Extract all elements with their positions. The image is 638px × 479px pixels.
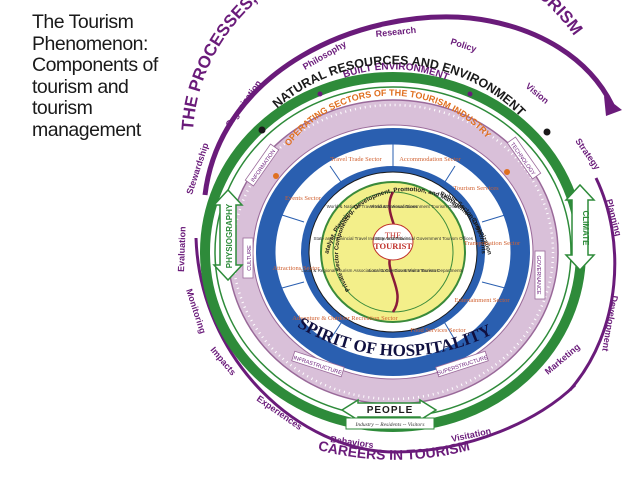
title-line: tourism <box>32 97 93 119</box>
built-environment-dots <box>231 103 555 401</box>
process-policy: Policy <box>449 36 477 54</box>
tourist-center <box>372 223 414 261</box>
natural-dot-right <box>543 128 551 136</box>
process-evaluation: Evaluation <box>176 226 188 272</box>
diagram-title: The Tourism Phenomenon: Components of to… <box>32 11 192 141</box>
title-line: Phenomenon: <box>32 32 148 55</box>
sector-tourism-services: Tourism Services <box>453 185 499 192</box>
sector-attractions: Attractions Sector <box>272 265 320 272</box>
sector-travel-trade: Travel Trade Sector <box>330 156 382 163</box>
sector-transportation: Transportation Sector <box>464 240 521 247</box>
title-line: Components of <box>32 54 158 76</box>
svg-text:CLIMATE: CLIMATE <box>581 211 590 247</box>
sector-dividers <box>281 144 506 341</box>
built-dot-right <box>467 91 473 97</box>
outer-swoosh-right <box>568 177 617 391</box>
component-world-national-industry: World & National Travel Industry Associa… <box>327 204 418 209</box>
component-local-gov: Local & City Government Tourism Departme… <box>369 268 464 273</box>
component-state-gov: State and Provincial Government Tourism … <box>375 236 474 241</box>
climate-arrow: CLIMATE <box>564 183 596 272</box>
process-development: Development <box>600 295 620 352</box>
ring-item-culture: CULTURE <box>242 237 254 279</box>
component-world-national-gov: World & National Government Tourism Offi… <box>370 204 463 209</box>
outer-swoosh-top <box>202 14 615 196</box>
svg-text:CULTURE: CULTURE <box>247 245 253 271</box>
title-line: The Tourism <box>32 11 134 33</box>
svg-text:GOVERNANCE: GOVERNANCE <box>535 255 541 294</box>
svg-text:PHYSIOGRAPHY: PHYSIOGRAPHY <box>225 203 234 268</box>
svg-text:Industry -- Residents -- Visit: Industry -- Residents -- Visitors <box>355 422 425 428</box>
outer-swoosh-bottom <box>194 237 577 454</box>
process-strategy: Strategy <box>573 136 602 171</box>
operating-dot-left <box>273 173 279 179</box>
sector-events: Events Sector <box>285 195 322 202</box>
sector-entertainment: Entertainment Sector <box>454 297 510 304</box>
title-line: management <box>32 118 141 141</box>
sector-adventure: Adventure & Outdoor Recreation Sector <box>292 315 398 322</box>
sector-food-services: Food Services Sector <box>410 327 466 334</box>
operating-dot-right <box>504 169 510 175</box>
sector-accommodation: Accommodation Sector <box>399 156 461 163</box>
component-local-associations: Local & Regional Tourism Associations Co… <box>301 268 439 273</box>
ring-item-governance: GOVERNANCE <box>534 250 546 300</box>
component-state-industry: State and Provincial Travel Industry Ass… <box>313 236 411 241</box>
process-organization: Organization <box>223 78 263 129</box>
natural-dot-left <box>258 126 266 134</box>
process-planning: Planning <box>604 198 623 237</box>
built-dot-left <box>317 91 323 97</box>
outer-arrowhead <box>604 96 622 116</box>
svg-text:PEOPLE: PEOPLE <box>367 405 414 416</box>
process-vision: Vision <box>524 81 551 106</box>
tourist-label: TOURIST <box>374 241 412 251</box>
process-research: Research <box>375 25 416 39</box>
people-arrow: PEOPLE Industry -- Residents -- Visitors <box>340 398 438 430</box>
title-line: tourism and <box>32 75 129 98</box>
tourist-label-the: THE <box>385 230 402 240</box>
physiography-arrow: PHYSIOGRAPHY <box>212 188 244 282</box>
